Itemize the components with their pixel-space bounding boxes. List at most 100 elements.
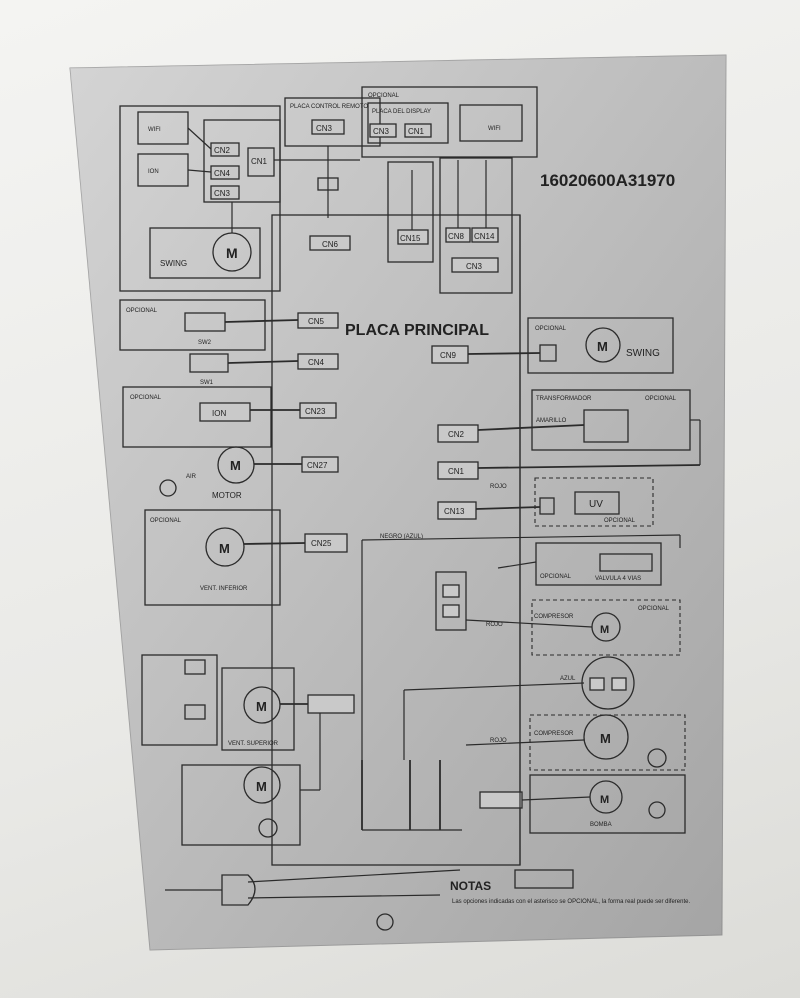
air-label: AIR	[186, 474, 197, 480]
compressor-motor-icon	[583, 714, 629, 760]
sw2-block	[119, 299, 266, 351]
cn6-label: CN6	[322, 240, 339, 249]
ground-icon	[159, 479, 177, 497]
cn1-label: CN1	[251, 157, 268, 166]
cn1-right-label: CN1	[448, 467, 465, 476]
optional-valve: OPCIONAL	[540, 574, 572, 580]
swing-label-right: SWING	[626, 348, 660, 359]
cn23-label: CN23	[305, 407, 326, 416]
compressor-opt-label: COMPRESOR	[534, 614, 574, 620]
compressor-m: M	[600, 731, 611, 746]
swing-label-left: SWING	[160, 259, 187, 268]
amarillo-label: AMARILLO	[536, 418, 567, 424]
wifi-module-label: WIFI	[488, 126, 501, 132]
cn9-label: CN9	[440, 351, 457, 360]
ion-label: ION	[148, 169, 159, 175]
cn3-remote	[311, 119, 345, 135]
cn13-connector	[437, 501, 477, 520]
notes-title: NOTAS	[450, 879, 491, 893]
motor-m: M	[230, 458, 241, 473]
lower-motor-block	[181, 764, 301, 846]
compressor-opt-block	[531, 599, 681, 656]
cn1-connector	[247, 147, 275, 177]
cn9-connector	[431, 345, 469, 364]
cn14-connector	[471, 227, 499, 243]
pump-block	[529, 774, 686, 834]
cn3-connector	[210, 185, 240, 200]
notes-box	[514, 869, 574, 889]
motor-label: MOTOR	[212, 491, 242, 500]
vent-superior-label: VENT. SUPERIOR	[228, 741, 279, 747]
vent-sup-connector	[307, 694, 355, 714]
notes-text: Las opciones indicadas con el asterisco …	[452, 899, 690, 905]
ion-generator	[199, 402, 251, 422]
cn8-label: CN8	[448, 232, 465, 241]
cn8-cn14-block	[439, 157, 513, 294]
swing-box	[149, 227, 261, 279]
cn6-connector	[309, 235, 351, 251]
limit-switch-block	[141, 654, 218, 746]
cn4-label: CN4	[214, 169, 231, 178]
valve-label: VALVULA 4 VIAS	[595, 576, 641, 582]
cn15-block	[387, 161, 434, 263]
swing-right-m: M	[597, 339, 608, 354]
optional-sw2: OPCIONAL	[126, 308, 158, 314]
vent-inf-m: M	[219, 541, 230, 556]
optional-transformer: OPCIONAL	[645, 396, 677, 402]
cn2-connector	[210, 142, 240, 157]
rojo-label: ROJO	[490, 484, 507, 490]
rojo-label-2: ROJO	[486, 622, 503, 628]
cn1-display	[404, 123, 432, 138]
ion-block	[122, 386, 272, 448]
display-inner-box	[367, 102, 449, 144]
transformer-icon	[583, 409, 629, 443]
cn3-display-label: CN3	[373, 127, 390, 136]
relay-block	[435, 571, 467, 631]
azul-label: AZUL	[560, 676, 576, 682]
cn3-lower-connector	[451, 257, 499, 273]
pump-label: BOMBA	[590, 822, 612, 828]
vent-inferior-block	[144, 509, 281, 606]
part-code: 16020600A31970	[540, 171, 675, 190]
optional-uv: OPCIONAL	[604, 518, 636, 524]
rojo-label-3: ROJO	[490, 738, 507, 744]
cn4-left-label: CN4	[308, 358, 325, 367]
motor-m-label: M	[226, 245, 238, 261]
vent-sup-m: M	[256, 699, 267, 714]
vent-superior-motor-icon	[243, 686, 281, 724]
cn14-label: CN14	[474, 232, 495, 241]
cn2-label: CN2	[214, 146, 231, 155]
valve-block	[535, 542, 662, 586]
swing-right-block	[527, 317, 674, 374]
cn27-label: CN27	[307, 461, 328, 470]
vent-inferior-motor-icon	[205, 527, 245, 567]
display-board-box	[361, 86, 538, 158]
lower-motor-icon	[243, 766, 281, 804]
uv-lamp-icon	[574, 491, 620, 515]
cn3-display	[369, 123, 397, 138]
plug-icon	[221, 874, 256, 906]
sw1-label: SW1	[200, 380, 214, 386]
cn13-label: CN13	[444, 507, 465, 516]
optional-label-top: OPCIONAL	[368, 93, 400, 99]
cn2-right-label: CN2	[448, 430, 465, 439]
compressor-label: COMPRESOR	[534, 731, 574, 737]
display-pcb-box	[203, 119, 281, 203]
main-board-label: PLACA PRINCIPAL	[345, 322, 489, 339]
swing-right-motor-icon	[585, 327, 621, 363]
transformer-label: TRANSFORMADOR	[536, 396, 592, 402]
cn3-lower-label: CN3	[466, 262, 483, 271]
optional-swing-right: OPCIONAL	[535, 326, 567, 332]
cn1-right-connector	[437, 461, 479, 480]
optional-compressor: OPCIONAL	[638, 606, 670, 612]
uv-label: UV	[589, 499, 603, 510]
cn5-label: CN5	[308, 317, 325, 326]
remote-label: PLACA CONTROL REMOTO	[290, 104, 368, 110]
vent-inferior-label: VENT. INFERIOR	[200, 586, 248, 592]
negro-azul-label: NEGRO (AZUL)	[380, 534, 423, 540]
sw2-label: SW2	[198, 340, 212, 346]
cn1-display-label: CN1	[408, 127, 425, 136]
pump-m: M	[600, 794, 609, 806]
wifi-module-box	[459, 104, 523, 142]
